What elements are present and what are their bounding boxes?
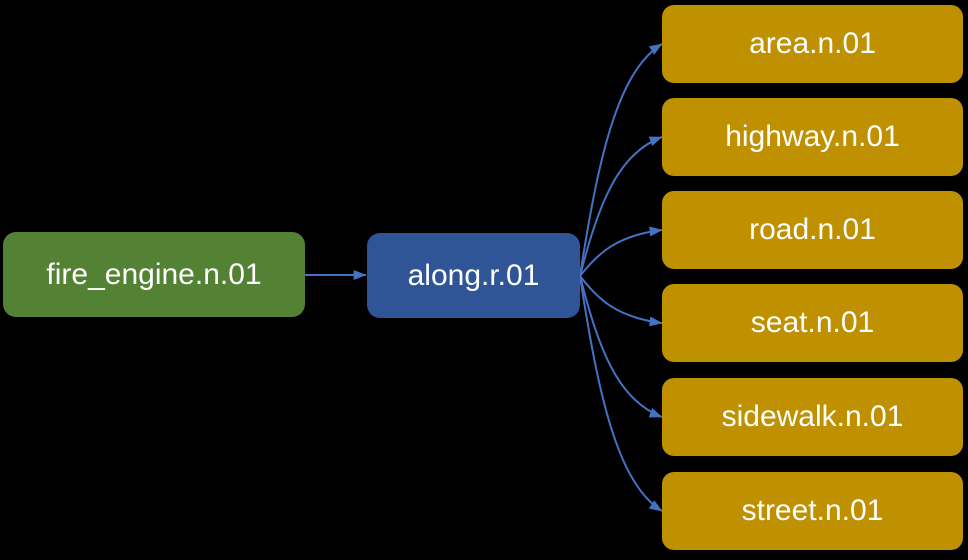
edge-along-street (579, 275, 663, 512)
node-seat: seat.n.01 (662, 284, 963, 362)
node-highway: highway.n.01 (662, 98, 963, 176)
node-sidewalk: sidewalk.n.01 (662, 378, 963, 456)
edge-along-area (579, 43, 663, 277)
node-street: street.n.01 (662, 472, 963, 550)
edge-along-highway (579, 136, 663, 277)
node-road: road.n.01 (662, 191, 963, 269)
node-along: along.r.01 (367, 233, 580, 318)
edge-along-sidewalk (579, 275, 663, 418)
node-fire-engine: fire_engine.n.01 (3, 232, 305, 317)
edge-along-road (579, 226, 663, 277)
edge-along-seat (579, 275, 663, 327)
node-area: area.n.01 (662, 5, 963, 83)
